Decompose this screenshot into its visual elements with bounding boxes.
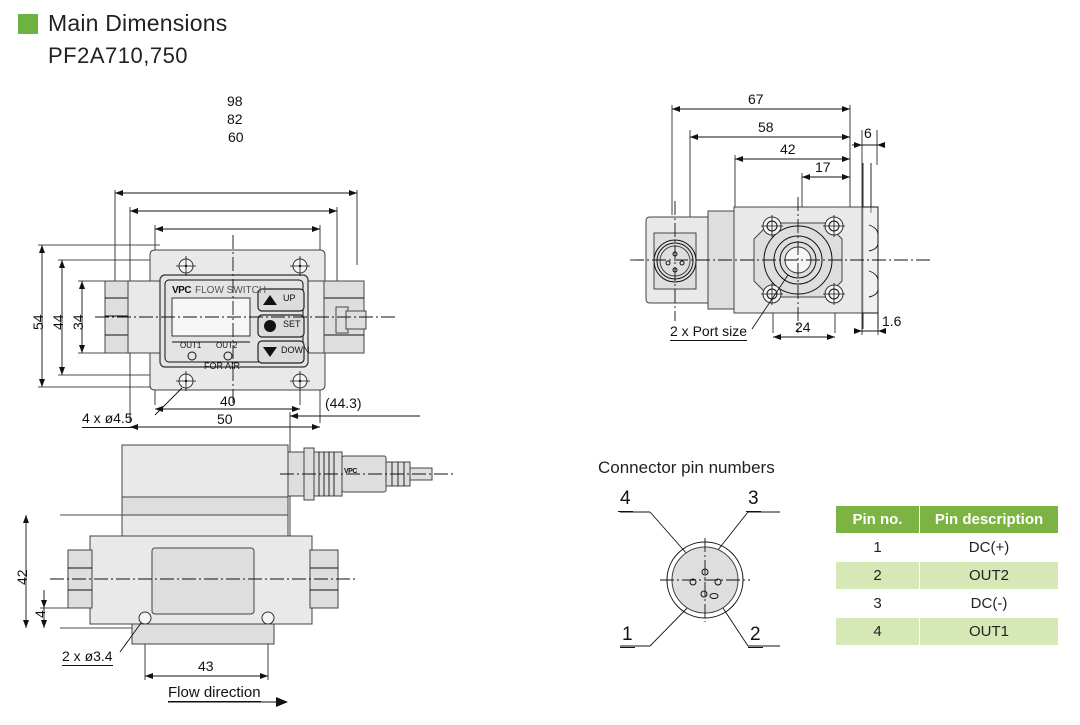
cell-pin-description: OUT2 xyxy=(919,561,1059,590)
connector-brand-label: VPC xyxy=(344,468,357,475)
pin-description-table: Pin no. Pin description 1 DC(+) 2 OUT2 3… xyxy=(835,505,1059,646)
dim-98: 98 xyxy=(227,93,243,109)
pin-label-4: 4 xyxy=(618,488,633,512)
page-title: Main Dimensions xyxy=(48,10,228,36)
title-row: Main Dimensions xyxy=(18,10,227,37)
dim-58: 58 xyxy=(758,119,774,135)
dim-1-6: 1.6 xyxy=(882,313,902,329)
pin-label-2: 2 xyxy=(748,624,763,648)
dim-60: 60 xyxy=(228,129,244,145)
pin-label-3: 3 xyxy=(746,488,761,512)
button-down-label: DOWN xyxy=(281,345,310,355)
panel-product-label: FLOW SWITCH xyxy=(195,285,267,296)
dim-42: 42 xyxy=(780,141,796,157)
table-row: 1 DC(+) xyxy=(835,533,1059,562)
header-pin-description: Pin description xyxy=(919,505,1059,534)
connector-heading: Connector pin numbers xyxy=(598,458,775,477)
table-row: 4 OUT1 xyxy=(835,617,1059,646)
header-pin-no: Pin no. xyxy=(835,505,920,534)
note-2x-d34: 2 x ø3.4 xyxy=(62,648,113,666)
panel-out1-label: OUT1 xyxy=(180,341,202,350)
dim-44: 44 xyxy=(50,314,66,330)
panel-brand: VPC xyxy=(172,285,192,296)
dim-54: 54 xyxy=(30,314,46,330)
table-row: 3 DC(-) xyxy=(835,589,1059,618)
pin-circle-drawing xyxy=(620,511,780,647)
dim-43: 43 xyxy=(198,658,214,674)
dim-44-3: (44.3) xyxy=(325,395,362,411)
dim-6: 6 xyxy=(864,125,872,141)
dim-34: 34 xyxy=(70,314,86,330)
cell-pin-no: 3 xyxy=(835,589,920,618)
cell-pin-no: 4 xyxy=(835,617,920,646)
dim-42-top: 42 xyxy=(14,569,30,585)
table-row: 2 OUT2 xyxy=(835,561,1059,590)
button-set-label: SET xyxy=(283,319,301,329)
dim-82: 82 xyxy=(227,111,243,127)
cell-pin-description: OUT1 xyxy=(919,617,1059,646)
top-view: (44.3) 42 4 43 2 x ø3.4 Flow direction V… xyxy=(0,390,500,720)
front-view: 98 82 60 54 44 34 40 50 4 x ø4.5 VPC FLO… xyxy=(0,85,420,430)
dim-67: 67 xyxy=(748,91,764,107)
flow-direction-label: Flow direction xyxy=(168,684,261,702)
top-view-drawing xyxy=(23,412,455,707)
side-view-drawing xyxy=(630,105,930,340)
dim-50: 50 xyxy=(217,411,233,427)
table-header-row: Pin no. Pin description xyxy=(835,505,1059,534)
connector-pin-diagram: Connector pin numbers 4 3 1 xyxy=(598,450,828,670)
panel-footer-label: FOR AIR xyxy=(204,361,241,371)
panel-out2-label: OUT2 xyxy=(216,341,238,350)
model-subtitle: PF2A710,750 xyxy=(48,43,189,68)
cell-pin-description: DC(-) xyxy=(919,589,1059,618)
dim-17: 17 xyxy=(815,159,831,175)
pin-label-1: 1 xyxy=(620,624,635,648)
front-view-drawing xyxy=(38,190,395,430)
note-2x-port-size: 2 x Port size xyxy=(670,323,748,341)
page-header: Main Dimensions PF2A710,750 xyxy=(18,10,227,69)
cell-pin-no: 2 xyxy=(835,561,920,590)
accent-swatch-icon xyxy=(18,13,38,34)
dim-4: 4 xyxy=(32,610,48,618)
dim-40: 40 xyxy=(220,393,236,409)
cell-pin-no: 1 xyxy=(835,533,920,562)
dim-24: 24 xyxy=(795,319,811,335)
side-view: 67 58 42 17 6 24 1.6 2 x Port size xyxy=(630,85,990,365)
note-4x-d45: 4 x ø4.5 xyxy=(82,410,133,428)
cell-pin-description: DC(+) xyxy=(919,533,1059,562)
button-up-label: UP xyxy=(283,293,296,303)
